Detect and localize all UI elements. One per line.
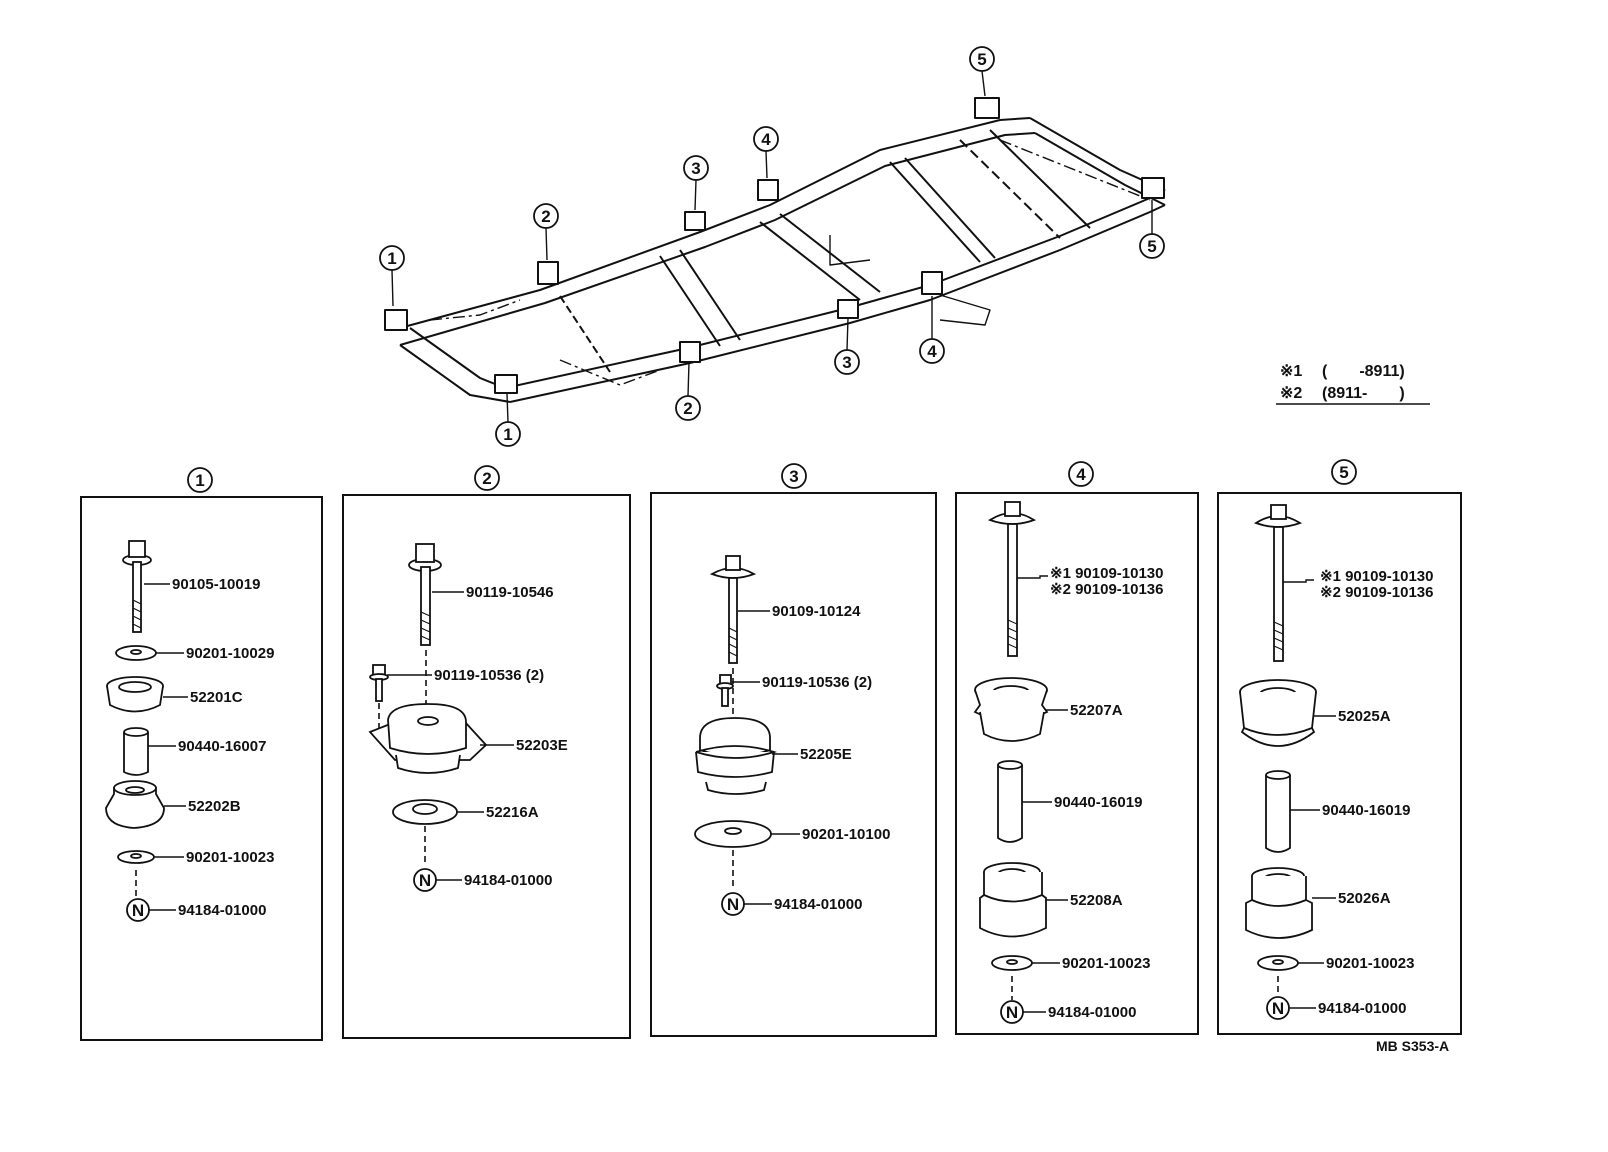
legend-range-1: ( -8911) [1322, 363, 1405, 380]
svg-text:1: 1 [195, 471, 204, 490]
part-52205E: 52205E [800, 746, 852, 763]
frame-callout-1b: 1 [495, 421, 521, 447]
part-94184-01000-p4: 94184-01000 [1048, 1004, 1136, 1021]
svg-text:N: N [419, 871, 431, 890]
nut-callout-1: N [126, 898, 150, 922]
svg-text:N: N [1006, 1003, 1018, 1022]
legend-mark-2: ※2 [1280, 385, 1302, 402]
svg-text:2: 2 [541, 207, 550, 226]
svg-text:5: 5 [1339, 463, 1348, 482]
svg-text:N: N [132, 901, 144, 920]
part-90201-10029: 90201-10029 [186, 645, 274, 662]
panel-heading-4: 4 [1068, 461, 1094, 487]
svg-text:5: 5 [1147, 237, 1156, 256]
frame-callouts: 1 1 2 2 3 3 4 4 5 5 [379, 46, 1165, 447]
part-90109-10130-p4: ※1 90109-10130 [1050, 565, 1164, 582]
part-94184-01000-p5: 94184-01000 [1318, 1000, 1406, 1017]
part-90105-10019: 90105-10019 [172, 576, 260, 593]
svg-text:3: 3 [842, 353, 851, 372]
svg-text:3: 3 [691, 159, 700, 178]
panel-4: N ※1 90109-10130 ※2 90109-10136 52207A 9… [955, 492, 1199, 1035]
part-90109-10136-p4: ※2 90109-10136 [1050, 581, 1164, 598]
panel-3: N 90109-10124 90119-10536 (2) 52205E 902… [650, 492, 937, 1037]
svg-text:1: 1 [387, 249, 396, 268]
frame-callout-4b: 4 [919, 338, 945, 364]
part-52201C: 52201C [190, 689, 243, 706]
svg-text:2: 2 [482, 469, 491, 488]
part-52207A: 52207A [1070, 702, 1123, 719]
nut-callout-3: N [721, 892, 745, 916]
panel-2: N 90119-10546 90119-10536 (2) 52203E 522… [342, 494, 631, 1039]
svg-text:3: 3 [789, 467, 798, 486]
diagram-code: MB S353-A [1376, 1038, 1449, 1054]
part-52203E: 52203E [516, 737, 568, 754]
svg-text:N: N [727, 895, 739, 914]
frame-illustration [384, 97, 1166, 403]
panel-heading-5: 5 [1331, 459, 1357, 485]
panel-5: N ※1 90109-10130 ※2 90109-10136 52025A 9… [1217, 492, 1462, 1035]
panel-heading-3: 3 [781, 463, 807, 489]
panel-heading-1: 1 [187, 467, 213, 493]
legend-range-2: (8911- ) [1322, 385, 1405, 402]
frame-callout-1a: 1 [379, 245, 405, 271]
part-90109-10130-p5: ※1 90109-10130 [1320, 568, 1434, 585]
frame-callout-2b: 2 [675, 395, 701, 421]
part-90109-10136-p5: ※2 90109-10136 [1320, 584, 1434, 601]
part-94184-01000: 94184-01000 [178, 902, 266, 919]
part-90201-10023: 90201-10023 [186, 849, 274, 866]
part-90119-10536-p3: 90119-10536 (2) [762, 674, 872, 691]
part-90201-10023-p5: 90201-10023 [1326, 955, 1414, 972]
part-52208A: 52208A [1070, 892, 1123, 909]
svg-text:4: 4 [927, 342, 937, 361]
part-52216A: 52216A [486, 804, 539, 821]
svg-text:5: 5 [977, 50, 986, 69]
frame-callout-5b: 5 [1139, 233, 1165, 259]
svg-text:N: N [1272, 999, 1284, 1018]
part-90109-10124: 90109-10124 [772, 603, 861, 620]
svg-text:2: 2 [683, 399, 692, 418]
part-90201-10100: 90201-10100 [802, 826, 890, 843]
frame-callout-5a: 5 [969, 46, 995, 72]
nut-callout-2: N [413, 868, 437, 892]
part-90440-16019-p5: 90440-16019 [1322, 802, 1410, 819]
part-94184-01000-p3: 94184-01000 [774, 896, 862, 913]
part-52026A: 52026A [1338, 890, 1391, 907]
panel-1: N 90105-10019 90201-10029 52201C 90440-1… [80, 496, 323, 1041]
legend-mark-1: ※1 [1280, 363, 1302, 380]
part-90440-16019-p4: 90440-16019 [1054, 794, 1142, 811]
svg-text:4: 4 [1076, 465, 1086, 484]
part-90440-16007: 90440-16007 [178, 738, 266, 755]
frame-callout-3a: 3 [683, 155, 709, 181]
frame-callout-2a: 2 [533, 203, 559, 229]
part-94184-01000-p2: 94184-01000 [464, 872, 552, 889]
svg-text:4: 4 [761, 130, 771, 149]
panel-headings: 1 2 3 4 5 [187, 459, 1357, 493]
nut-callout-4: N [1000, 1000, 1024, 1024]
part-90119-10536: 90119-10536 (2) [434, 667, 544, 684]
panel-heading-2: 2 [474, 465, 500, 491]
legend: ※1 ( -8911) ※2 (8911- ) [1276, 363, 1430, 405]
nut-callout-5: N [1266, 996, 1290, 1020]
frame-callout-3b: 3 [834, 349, 860, 375]
part-52202B: 52202B [188, 798, 241, 815]
svg-text:1: 1 [503, 425, 512, 444]
part-90119-10546: 90119-10546 [466, 584, 554, 601]
part-90201-10023-p4: 90201-10023 [1062, 955, 1150, 972]
part-52025A: 52025A [1338, 708, 1391, 725]
frame-callout-4a: 4 [753, 126, 779, 152]
